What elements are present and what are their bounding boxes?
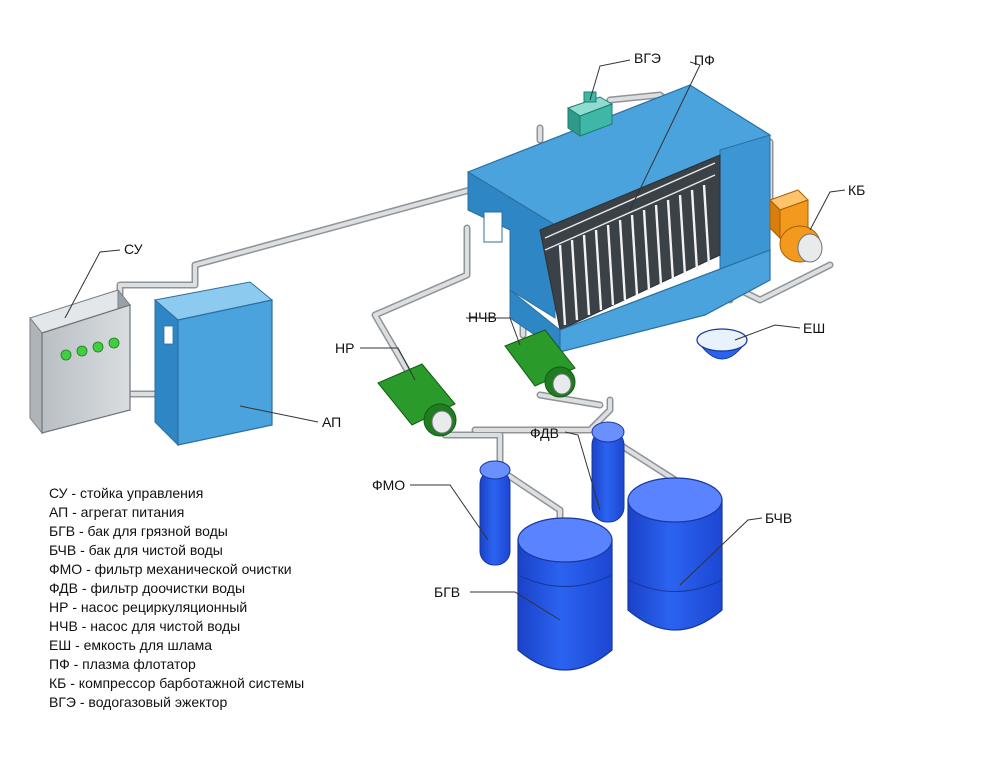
legend-item-ap: АП - агрегат питания — [49, 504, 185, 520]
post-treatment-filter — [591, 421, 625, 523]
legend-item-su: СУ - стойка управления — [49, 485, 204, 501]
legend-item-pf: ПФ - плазма флотатор — [49, 656, 196, 672]
legend-item-vge: ВГЭ - водогазовый эжектор — [49, 694, 228, 710]
lamella-plates — [558, 184, 711, 326]
legend-item-fdv: ФДВ - фильтр доочистки воды — [49, 580, 246, 596]
legend-item-kb: КБ - компрессор барботажной системы — [49, 675, 305, 691]
label-fdv: ФДВ — [530, 425, 559, 441]
label-pf: ПФ — [694, 52, 715, 68]
legend-item-nr: НР - насос рециркуляционный — [49, 599, 248, 615]
label-esh: ЕШ — [803, 320, 825, 336]
dirty-water-tank — [517, 517, 613, 671]
clean-water-tank — [627, 477, 723, 631]
indicator-lamps — [60, 337, 120, 361]
power-unit — [153, 281, 274, 447]
label-fmo: ФМО — [372, 477, 405, 493]
compressor — [769, 189, 823, 263]
legend-item-esh: ЕШ - емкость для шлама — [49, 637, 213, 653]
label-vge: ВГЭ — [634, 50, 661, 66]
leader-lines — [64, 59, 846, 621]
legend-item-fmo: ФМО - фильтр механической очистки — [49, 561, 292, 577]
legend-item-bgv: БГВ - бак для грязной воды — [49, 523, 228, 539]
component-labels: СУ АП ВГЭ ПФ КБ ЕШ НР НЧВ ФДВ ФМО БГВ БЧ… — [124, 50, 865, 600]
label-bgv: БГВ — [434, 584, 460, 600]
legend-item-bchv: БЧВ - бак для чистой воды — [49, 542, 223, 558]
clean-water-pump — [504, 329, 576, 398]
label-su: СУ — [124, 241, 143, 257]
legend-item-nchv: НЧВ - насос для чистой воды — [49, 618, 241, 634]
plasma-flotator — [466, 84, 772, 353]
legend: СУ - стойка управления АП - агрегат пита… — [49, 484, 304, 712]
mechanical-filter — [479, 460, 511, 566]
control-cabinet — [29, 288, 131, 435]
water-gas-ejector — [566, 91, 614, 137]
label-kb: КБ — [848, 182, 865, 198]
label-ap: АП — [322, 414, 341, 430]
label-nr: НР — [335, 340, 354, 356]
sludge-container — [696, 328, 748, 360]
label-bchv: БЧВ — [765, 510, 792, 526]
label-nchv: НЧВ — [468, 309, 497, 325]
recirculation-pump — [377, 363, 457, 437]
